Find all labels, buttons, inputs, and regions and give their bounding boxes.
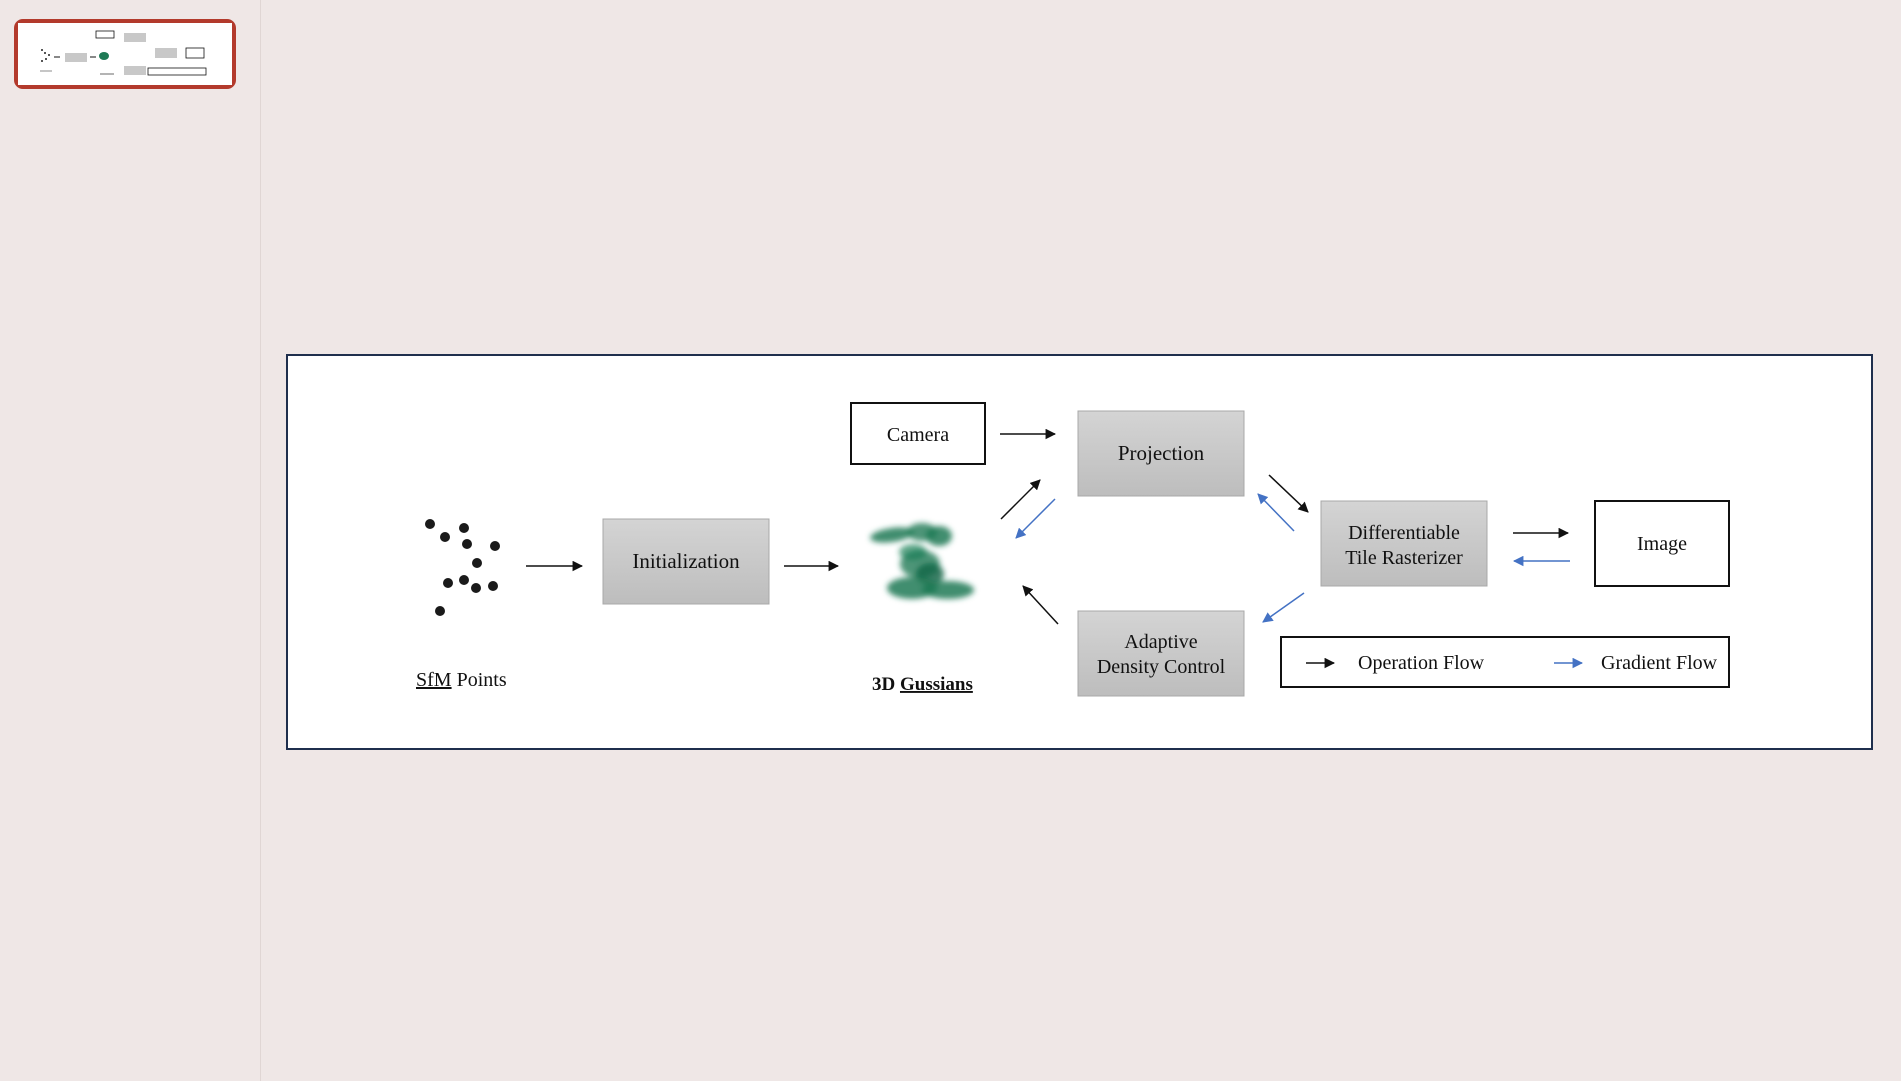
image-label: Image [1637,533,1687,555]
arrow-adc-to-gaussians [1022,585,1059,625]
rasterizer-label-line1: Differentiable [1348,522,1460,544]
gradient-arrow-rasterizer-to-adc [1262,592,1305,623]
adc-label-line2: Density Control [1097,656,1226,678]
legend-operation-label: Operation Flow [1358,652,1485,674]
pipeline-diagram: SfM Points Initialization 3D Gussians Ca… [416,402,1730,697]
projection-label: Projection [1118,441,1205,465]
gaussians-illustration [870,523,974,599]
initialization-box[interactable]: Initialization [602,518,770,605]
sfm-points-scatter [425,519,500,616]
initialization-label: Initialization [632,549,740,573]
gaussians-label: 3D Gussians [872,674,973,695]
camera-box[interactable]: Camera [850,402,986,465]
image-box[interactable]: Image [1594,500,1730,587]
adc-label-line1: Adaptive [1124,631,1197,653]
legend-gradient-label: Gradient Flow [1601,652,1718,674]
gradient-arrow-projection-to-gaussians [1015,498,1056,539]
slide[interactable]: SfM Points Initialization 3D Gussians Ca… [286,354,1873,750]
adaptive-density-control-box[interactable]: Adaptive Density Control [1077,610,1245,697]
rasterizer-box[interactable]: Differentiable Tile Rasterizer [1320,500,1488,587]
slide-thumbnail-preview [18,23,232,85]
slide-thumbnail-1[interactable] [14,19,236,89]
gradient-arrow-rasterizer-to-projection [1257,493,1295,532]
sfm-points-label: SfM Points [416,669,507,691]
arrow-gaussians-to-projection [1000,479,1041,520]
projection-box[interactable]: Projection [1077,410,1245,497]
rasterizer-label-line2: Tile Rasterizer [1345,547,1463,569]
slide-thumbnail-panel [0,0,261,1081]
arrow-projection-to-rasterizer [1268,474,1309,513]
legend-box: Operation Flow Gradient Flow [1280,636,1730,688]
camera-label: Camera [887,424,949,446]
